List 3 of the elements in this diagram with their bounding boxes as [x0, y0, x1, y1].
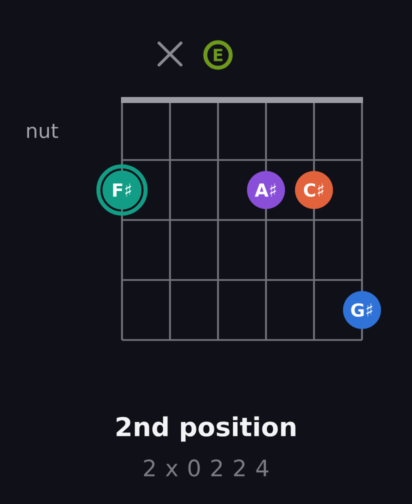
fretboard-label: nut [27, 124, 58, 138]
fingering-caption: 2 x 0 2 2 4 [144, 459, 268, 477]
chord-title: 2nd position [116, 416, 296, 442]
